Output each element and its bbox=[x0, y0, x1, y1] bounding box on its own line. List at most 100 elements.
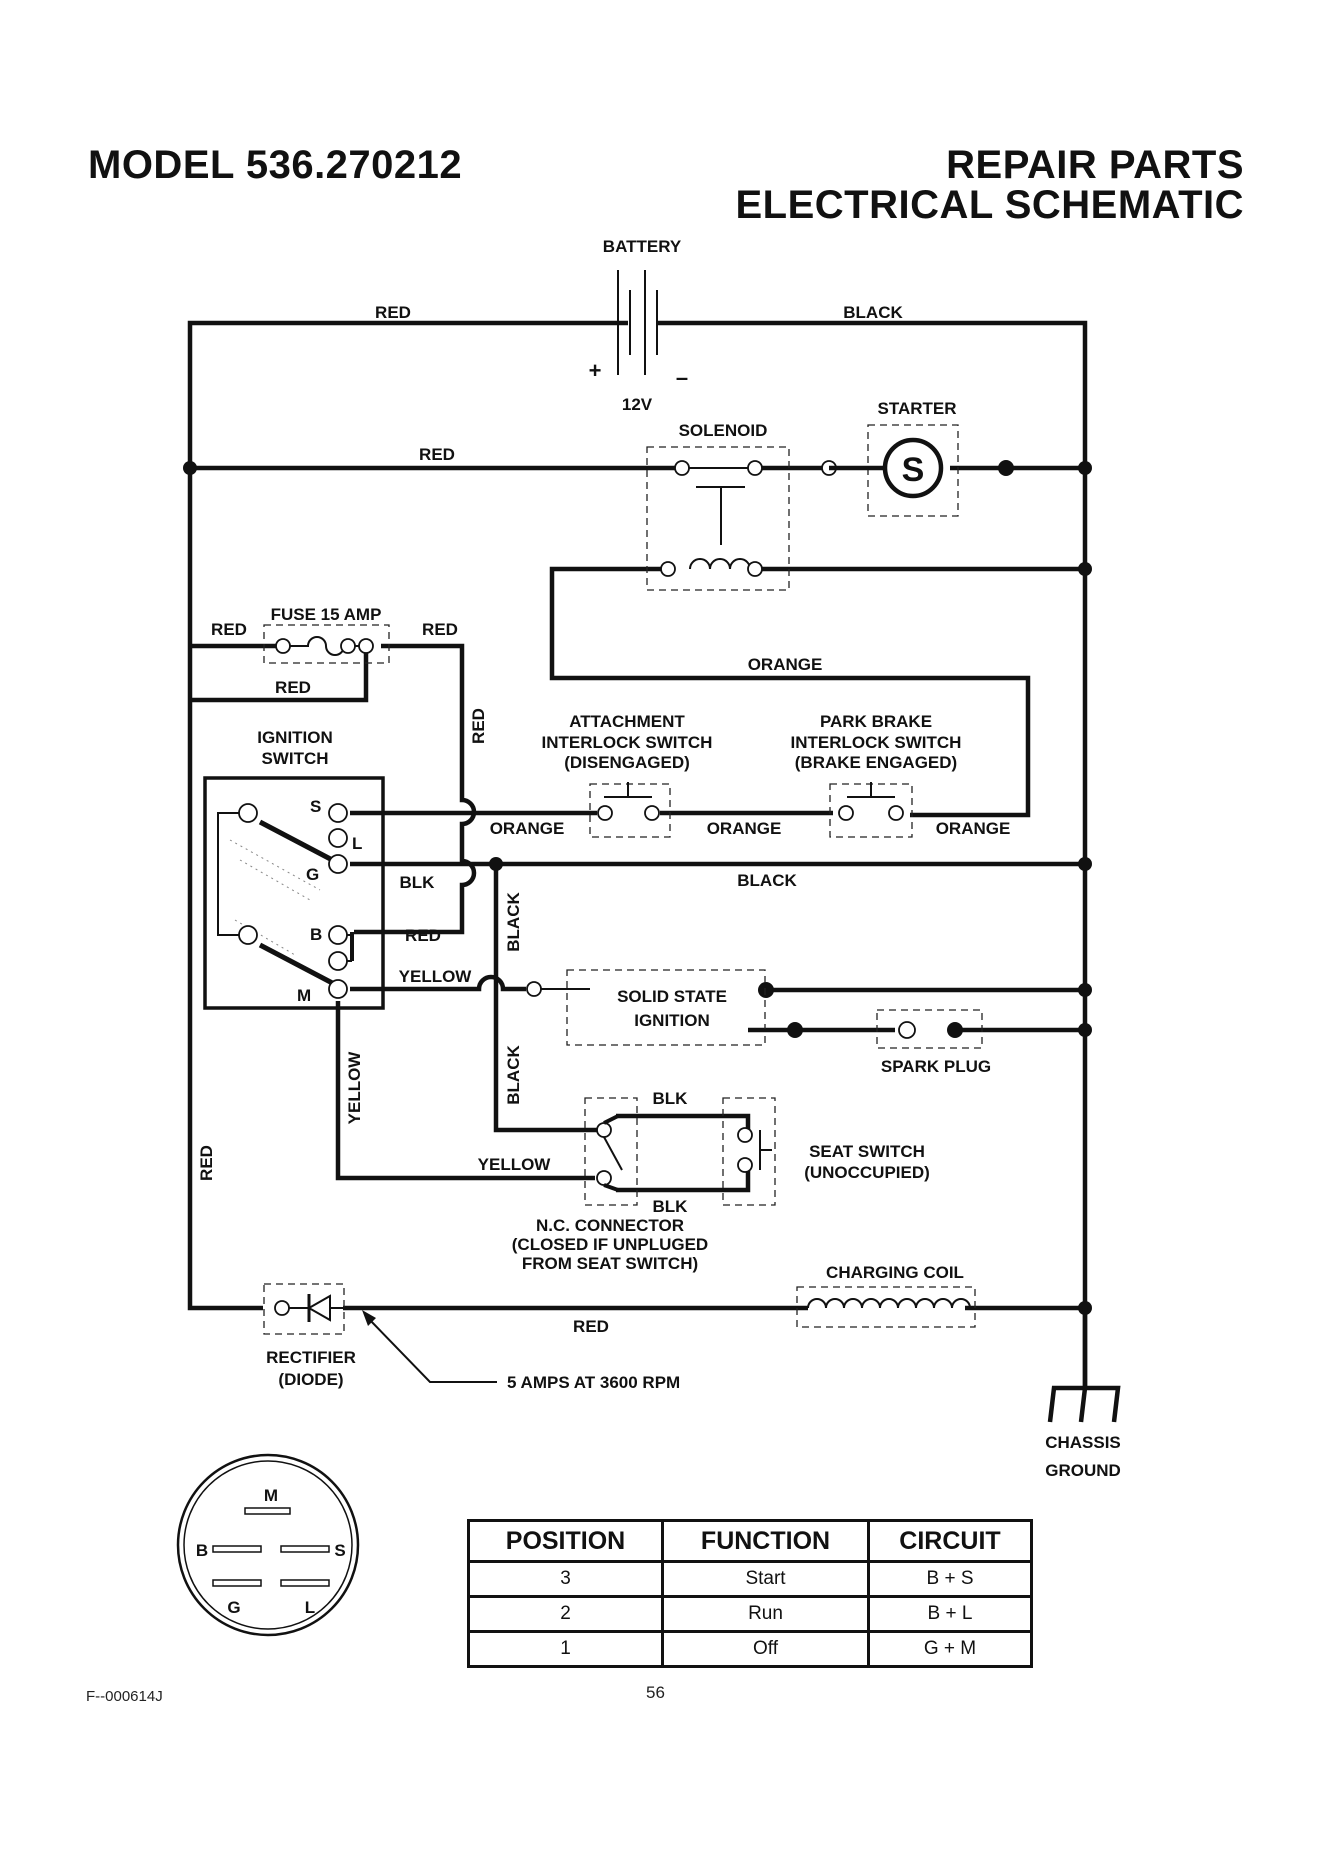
header-function: FUNCTION bbox=[661, 1519, 870, 1563]
plug-slot-b bbox=[212, 1545, 262, 1553]
seat-switch-symbol bbox=[722, 1097, 776, 1206]
ignition-switch-label-1: IGNITION bbox=[257, 728, 333, 747]
nc-connector-label-1: N.C. CONNECTOR bbox=[536, 1216, 684, 1235]
rectifier-symbol bbox=[263, 1283, 345, 1335]
wire-label-red: RED bbox=[375, 303, 411, 322]
chassis-ground-symbol bbox=[1047, 1308, 1121, 1423]
wire-label-red: RED bbox=[211, 620, 247, 639]
seat-switch-label-1: SEAT SWITCH bbox=[809, 1142, 925, 1161]
starter-symbol-letter: S bbox=[902, 451, 925, 489]
plug-slot-g bbox=[212, 1579, 262, 1587]
attachment-interlock-label-1: ATTACHMENT bbox=[569, 712, 685, 731]
ignition-switch-label-2: SWITCH bbox=[261, 749, 328, 768]
junction-dot bbox=[1078, 857, 1092, 871]
junction-dot bbox=[183, 461, 197, 475]
cell-position: 3 bbox=[467, 1560, 664, 1598]
solenoid-label: SOLENOID bbox=[679, 421, 768, 440]
amps-note: 5 AMPS AT 3600 RPM bbox=[507, 1373, 680, 1392]
battery-label: BATTERY bbox=[603, 237, 682, 256]
terminal-g-label: G bbox=[306, 865, 319, 884]
cell-circuit: G + M bbox=[867, 1630, 1033, 1668]
battery-plus-sign: + bbox=[589, 358, 602, 383]
charging-coil-symbol bbox=[796, 1286, 976, 1328]
page-number: 56 bbox=[646, 1683, 665, 1702]
amps-note-leader bbox=[362, 1310, 497, 1383]
wire-label-black: BLACK bbox=[843, 303, 903, 322]
plug-label-b: B bbox=[196, 1541, 208, 1560]
plug-label-g: G bbox=[227, 1598, 240, 1617]
plug-label-m: M bbox=[264, 1486, 278, 1505]
starter-symbol bbox=[829, 424, 959, 517]
park-brake-interlock-switch-symbol bbox=[829, 782, 913, 838]
seat-blk-bottom-label: BLK bbox=[653, 1197, 689, 1216]
ignition-switch-symbol bbox=[203, 776, 385, 1010]
wire-label-orange: ORANGE bbox=[490, 819, 565, 838]
cell-circuit: B + L bbox=[867, 1595, 1033, 1633]
wire-label-red-vertical: RED bbox=[469, 708, 488, 744]
wire-red-battery-positive bbox=[187, 320, 628, 1311]
model-number: MODEL 536.270212 bbox=[88, 143, 463, 187]
terminal-s-label: S bbox=[310, 797, 321, 816]
wire-label-red: RED bbox=[422, 620, 458, 639]
wire-label-black: BLACK bbox=[737, 871, 797, 890]
cell-function: Off bbox=[661, 1630, 870, 1668]
junction-dot bbox=[1078, 562, 1092, 576]
plug-label-l: L bbox=[305, 1598, 315, 1617]
wire-red-fuse-to-rectifier bbox=[190, 652, 369, 703]
wire-label-red-vertical: RED bbox=[197, 1145, 216, 1181]
wire-label-black-vertical: BLACK bbox=[504, 1045, 523, 1105]
wire-label-black-vertical: BLACK bbox=[504, 892, 523, 952]
junction-dot bbox=[947, 1022, 963, 1038]
wire-yellow-m-terminal bbox=[350, 974, 526, 992]
junction-dot bbox=[758, 982, 774, 998]
ignition-plug-diagram bbox=[176, 1453, 360, 1637]
ignition-position-table: POSITION FUNCTION CIRCUIT 3 Start B + S … bbox=[467, 1519, 1033, 1668]
header-position: POSITION bbox=[467, 1519, 664, 1563]
seat-blk-top-label: BLK bbox=[653, 1089, 689, 1108]
rectifier-label-2: (DIODE) bbox=[278, 1370, 343, 1389]
wire-red-fuse-out bbox=[354, 643, 477, 935]
cell-function: Run bbox=[661, 1595, 870, 1633]
terminal-m-label: M bbox=[297, 986, 311, 1005]
plug-slot-l bbox=[280, 1579, 330, 1587]
junction-dot bbox=[787, 1022, 803, 1038]
page-title-line-2: ELECTRICAL SCHEMATIC bbox=[735, 183, 1244, 227]
junction-dot bbox=[489, 857, 503, 871]
charging-coil-label: CHARGING COIL bbox=[826, 1263, 964, 1282]
wire-label-orange: ORANGE bbox=[707, 819, 782, 838]
table-row: 1 Off G + M bbox=[467, 1630, 1033, 1668]
cell-position: 1 bbox=[467, 1630, 664, 1668]
attachment-interlock-switch-symbol bbox=[589, 782, 671, 838]
header-circuit: CIRCUIT bbox=[867, 1519, 1033, 1563]
junction-dot bbox=[1078, 461, 1092, 475]
wire-blk-seat-bottom bbox=[616, 1166, 751, 1193]
battery-voltage: 12V bbox=[622, 395, 653, 414]
seat-switch-label-2: (UNOCCUPIED) bbox=[804, 1163, 930, 1182]
wire-label-yellow-vertical: YELLOW bbox=[345, 1051, 364, 1125]
nc-connector-label-2: (CLOSED IF UNPLUGED bbox=[512, 1235, 708, 1254]
wire-label-orange: ORANGE bbox=[936, 819, 1011, 838]
wire-label-red: RED bbox=[405, 926, 441, 945]
spark-plug-label: SPARK PLUG bbox=[881, 1057, 991, 1076]
cell-position: 2 bbox=[467, 1595, 664, 1633]
wire-labels: RED BLACK RED RED RED RED RED ORANGE ORA… bbox=[197, 303, 1010, 1336]
junction-dot bbox=[1078, 983, 1092, 997]
nc-connector-label-3: FROM SEAT SWITCH) bbox=[522, 1254, 698, 1273]
plug-slot-m bbox=[244, 1507, 291, 1515]
page-title-line-1: REPAIR PARTS bbox=[946, 143, 1244, 187]
wiring bbox=[187, 320, 1088, 1390]
wire-label-yellow: YELLOW bbox=[399, 967, 473, 986]
rectifier-label-1: RECTIFIER bbox=[266, 1348, 356, 1367]
plug-slot-s bbox=[280, 1545, 330, 1553]
wire-label-red: RED bbox=[275, 678, 311, 697]
wire-blk-seat-top bbox=[616, 1113, 751, 1130]
wire-orange-solenoid-coil bbox=[549, 566, 1031, 818]
battery-minus-sign: – bbox=[676, 365, 688, 390]
junction-dot bbox=[998, 460, 1014, 476]
table-header-row: POSITION FUNCTION CIRCUIT bbox=[467, 1519, 1033, 1563]
fuse-label: FUSE 15 AMP bbox=[271, 605, 382, 624]
nc-connector-symbol bbox=[584, 1097, 638, 1206]
battery-symbol bbox=[617, 270, 658, 375]
